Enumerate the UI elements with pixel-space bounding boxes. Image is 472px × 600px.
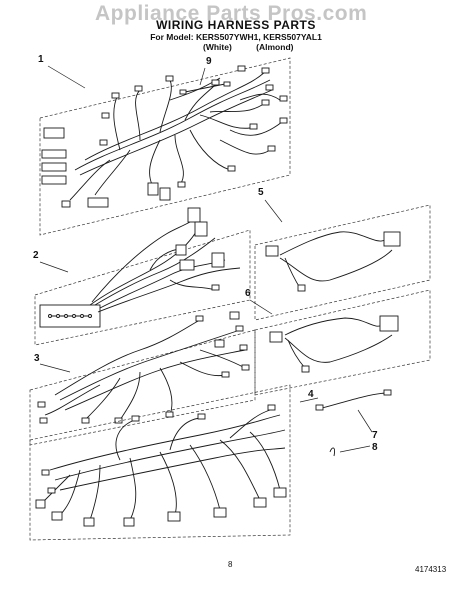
callout-4: 4	[308, 389, 314, 400]
harness-4	[29, 384, 291, 541]
callout-3: 3	[34, 353, 40, 364]
leader-lines	[39, 65, 373, 453]
harness-5	[254, 204, 431, 321]
harness-7	[315, 389, 392, 411]
harness-1	[39, 57, 291, 236]
document-number: 4174313	[415, 565, 447, 574]
callout-1: 1	[38, 54, 44, 65]
variant-white: (White)	[203, 42, 232, 52]
variant-almond: (Almond)	[256, 42, 294, 52]
watermark: Appliance Parts Pros.com	[95, 2, 368, 25]
callout-2: 2	[33, 250, 39, 261]
callout-7: 7	[372, 430, 378, 441]
part-8	[329, 447, 335, 457]
callout-8: 8	[372, 442, 378, 453]
model-line: For Model: KERS507YWH1, KERS507YAL1	[150, 32, 322, 42]
harness-2	[34, 207, 251, 346]
harness-3	[29, 311, 256, 446]
callout-6: 6	[245, 288, 251, 299]
callout-5: 5	[258, 187, 264, 198]
callout-9: 9	[206, 56, 212, 67]
color-variants: (White) (Almond)	[203, 42, 293, 52]
page-number: 8	[228, 560, 233, 569]
harness-6	[254, 289, 431, 396]
diagram-title: WIRING HARNESS PARTS	[156, 18, 316, 32]
